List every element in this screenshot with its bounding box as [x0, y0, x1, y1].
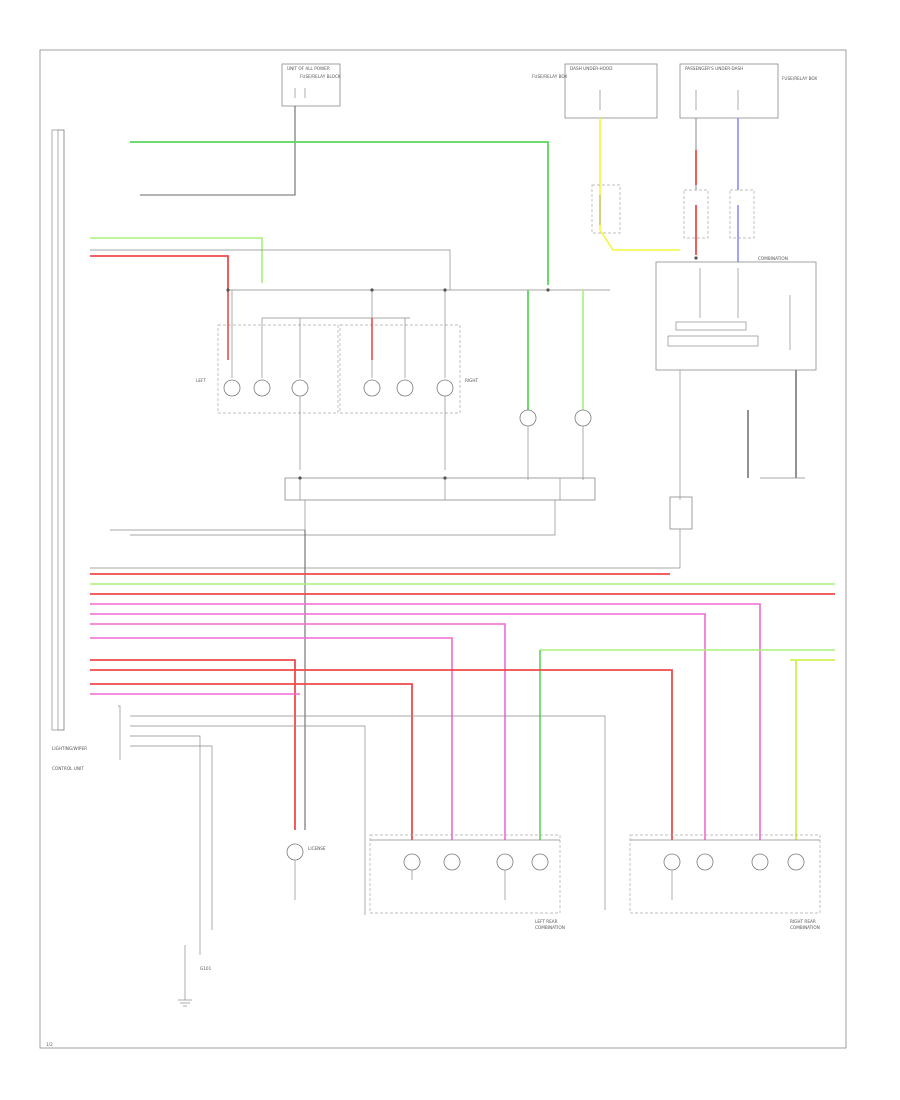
- wire-red-rr: [90, 669, 673, 840]
- wire-gray-lr-ground: [130, 725, 366, 915]
- passenger-fuse-subtitle: FUSE/RELAY BOX: [782, 76, 817, 81]
- left-rear-label: LEFT REAR: [535, 919, 558, 924]
- wire-red-tl: [90, 255, 229, 290]
- dash-fuse-title: DASH UNDER-HOOD: [570, 66, 612, 71]
- dash-fuse-subtitle: FUSE/RELAY BOX: [532, 74, 567, 79]
- passenger-fuse-title: PASSENGER'S UNDER-DASH: [685, 66, 743, 71]
- wire-pink-1: [90, 603, 761, 840]
- wire-gray-long: [90, 529, 681, 569]
- wire-ground-left: [110, 500, 306, 531]
- license-light-label: LICENSE: [308, 846, 326, 851]
- left-rear-sublabel: COMBINATION: [535, 925, 565, 930]
- wire-gray-rr-ground: [130, 715, 606, 910]
- wire-ground-right: [130, 500, 556, 536]
- wire-light-green-tl: [90, 237, 263, 283]
- ground-junction: [284, 477, 596, 501]
- left-taillight-label: LEFT: [196, 378, 206, 383]
- diagram-frame: [39, 49, 847, 1049]
- smart-entry-title: UNIT OF ALL POWER: [287, 66, 330, 71]
- side-marker-lights: [519, 290, 592, 480]
- wire-dark-top: [140, 106, 296, 196]
- right-rear-label: RIGHT REAR: [790, 919, 816, 924]
- combination-switch: COMBINATION: [655, 256, 817, 371]
- relay-left: [591, 184, 621, 234]
- ground-g502: [669, 477, 805, 530]
- relay-right: [729, 189, 755, 262]
- passenger-fuse-box: PASSENGER'S UNDER-DASH FUSE/RELAY BOX: [679, 63, 817, 119]
- footer-code: 1/2: [46, 1042, 53, 1047]
- wire-pink-3: [90, 623, 506, 840]
- left-taillight-group: LEFT: [196, 290, 339, 414]
- wire-pink-2: [90, 613, 706, 840]
- wire-gray-g101: [130, 735, 201, 955]
- wire-yellow: [599, 118, 680, 251]
- ground-g101-label: G101: [200, 966, 212, 971]
- combination-switch-label: COMBINATION: [758, 256, 788, 261]
- left-rear-combination: LEFT REAR COMBINATION: [369, 834, 565, 930]
- wire-gray-g101-b: [130, 745, 213, 930]
- right-taillight-label: RIGHT: [465, 378, 479, 383]
- wire-green-top: [130, 141, 549, 285]
- control-unit-label: LIGHTING/WIPER: [52, 746, 87, 751]
- control-unit-sublabel: CONTROL UNIT: [52, 766, 84, 771]
- right-taillight-group: RIGHT: [339, 290, 479, 414]
- ground-bundle: [118, 705, 121, 760]
- smart-entry-subtitle: FUSE/RELAY BLOCK: [300, 74, 341, 79]
- right-rear-combination: RIGHT REAR COMBINATION: [629, 834, 821, 930]
- wire-pink-4: [90, 637, 453, 840]
- smart-entry-box: UNIT OF ALL POWER FUSE/RELAY BLOCK: [281, 63, 341, 107]
- wire-gray-tl: [90, 249, 451, 290]
- dash-fuse-box: DASH UNDER-HOOD FUSE/RELAY BOX: [532, 63, 658, 119]
- license-plate-light: LICENSE: [286, 843, 326, 900]
- wire-red-license: [90, 659, 296, 830]
- control-unit-connector: LIGHTING/WIPER CONTROL UNIT: [51, 129, 87, 771]
- wire-red-lr: [90, 683, 413, 840]
- right-rear-sublabel: COMBINATION: [790, 925, 820, 930]
- ground-g101: G101: [178, 945, 212, 1007]
- relay-middle: [683, 189, 709, 255]
